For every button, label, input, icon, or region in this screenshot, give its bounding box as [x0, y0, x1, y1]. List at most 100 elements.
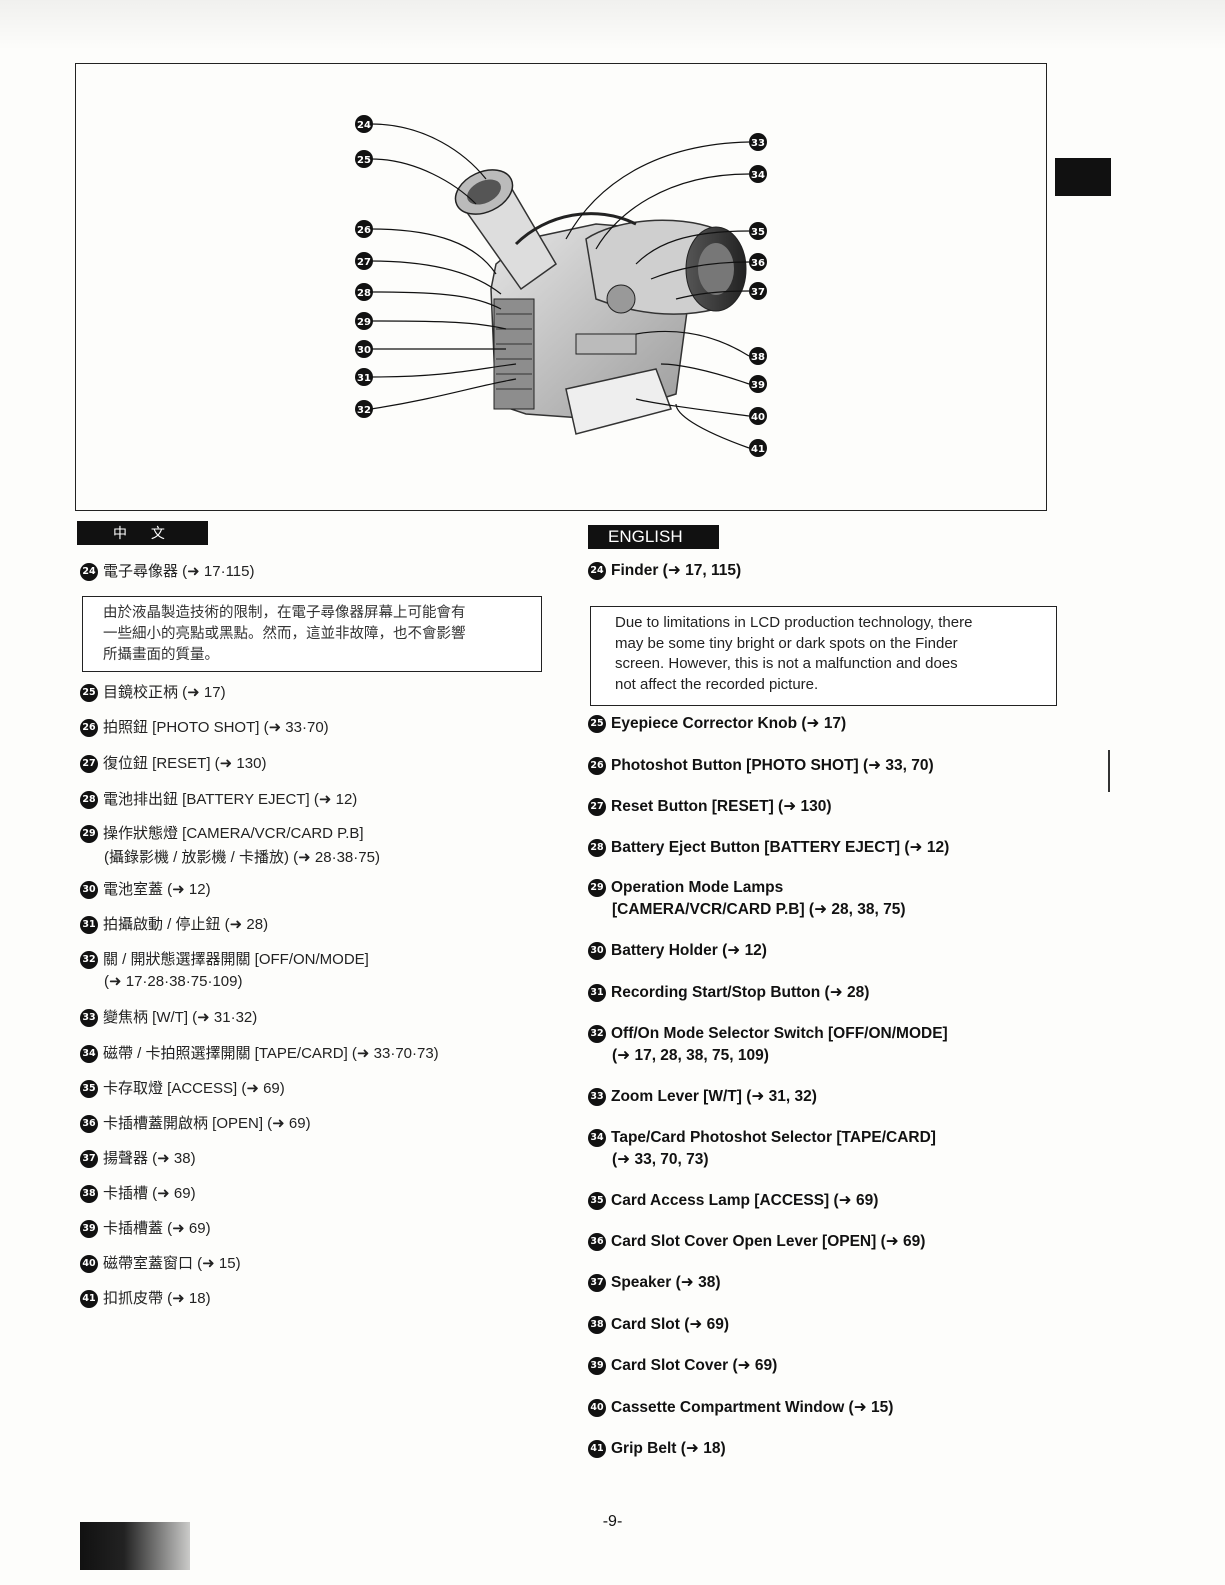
item-number: 30	[80, 881, 98, 900]
item-text: Cassette Compartment Window (➜ 15)	[611, 1399, 894, 1416]
callout-28: 28	[355, 283, 373, 301]
item-text: 卡插槽 (➜ 69)	[103, 1185, 196, 1202]
item-text: Battery Eject Button [BATTERY EJECT] (➜ …	[611, 839, 950, 856]
callout-39: 39	[749, 375, 767, 393]
callout-36: 36	[749, 253, 767, 271]
note-line: screen. However, this is not a malfuncti…	[615, 655, 958, 672]
list-item: 40 磁帶室蓋窗口 (➜ 15)	[80, 1252, 241, 1274]
item-number: 25	[588, 714, 606, 733]
item-number: 33	[588, 1087, 606, 1106]
item-number: 36	[80, 1115, 98, 1134]
item-text: Tape/Card Photoshot Selector [TAPE/CARD]	[611, 1129, 936, 1147]
svg-text:32: 32	[357, 405, 371, 416]
list-item: 39 卡插槽蓋 (➜ 69)	[80, 1217, 211, 1239]
item-text: Off/On Mode Selector Switch [OFF/ON/MODE…	[611, 1025, 948, 1043]
item-text: 電子尋像器 (➜ 17·115)	[103, 563, 255, 580]
list-item: 32 關 / 開狀態選擇器開關 [OFF/ON/MODE] (➜ 17·28·38·…	[80, 948, 369, 990]
scan-artifact	[80, 1522, 190, 1570]
item-text: 變焦柄 [W/T] (➜ 31·32)	[103, 1009, 258, 1026]
item-number: 27	[80, 755, 98, 774]
item-number: 25	[80, 684, 98, 703]
callout-30: 30	[355, 340, 373, 358]
svg-text:30: 30	[357, 345, 371, 356]
list-item: 30 Battery Holder (➜ 12)	[588, 941, 767, 960]
item-number: 32	[80, 951, 98, 970]
note-line: may be some tiny bright or dark spots on…	[615, 634, 958, 652]
item-text: 操作狀態燈 [CAMERA/VCR/CARD P.B]	[103, 825, 364, 842]
english-section-header: ENGLISH	[588, 525, 719, 549]
item-number: 41	[588, 1439, 606, 1458]
list-item: 27 復位鈕 [RESET] (➜ 130)	[80, 752, 267, 774]
list-item: 29 操作狀態燈 [CAMERA/VCR/CARD P.B] (攝錄影機 / 放影機…	[80, 822, 380, 867]
item-text: Card Slot Cover (➜ 69)	[611, 1357, 778, 1374]
item-text: 卡插槽蓋開啟柄 [OPEN] (➜ 69)	[103, 1115, 311, 1132]
camcorder-illustration: 24 25 26 27 28 29 30 31 32 33 34 35 36 3…	[355, 115, 767, 457]
callout-33: 33	[749, 133, 767, 151]
list-item: 40 Cassette Compartment Window (➜ 15)	[588, 1398, 893, 1417]
callout-27: 27	[355, 252, 373, 270]
leader-lines	[370, 123, 750, 449]
item-number: 39	[588, 1356, 606, 1375]
item-number: 27	[588, 797, 606, 816]
svg-text:31: 31	[357, 373, 371, 384]
english-note-box: Due to limitations in LCD production tec…	[590, 606, 1057, 706]
item-number: 24	[80, 563, 98, 582]
svg-text:33: 33	[751, 138, 765, 149]
item-number: 30	[588, 941, 606, 960]
callout-35: 35	[749, 222, 767, 240]
item-text: Photoshot Button [PHOTO SHOT] (➜ 33, 70)	[611, 757, 934, 774]
item-number: 40	[80, 1255, 98, 1274]
item-text: Finder (➜ 17, 115)	[611, 562, 742, 579]
scan-noise	[0, 0, 1225, 50]
item-number: 34	[588, 1129, 606, 1147]
svg-text:28: 28	[357, 288, 371, 299]
item-number: 40	[588, 1398, 606, 1417]
left-callouts: 24 25 26 27 28 29 30 31 32	[355, 115, 373, 418]
callout-31: 31	[355, 368, 373, 386]
callout-41: 41	[749, 439, 767, 457]
svg-text:37: 37	[751, 287, 765, 298]
list-item: 34 Tape/Card Photoshot Selector [TAPE/CAR…	[588, 1129, 936, 1169]
item-text: 電池排出鈕 [BATTERY EJECT] (➜ 12)	[103, 791, 358, 808]
scan-artifact-line	[1108, 750, 1110, 792]
note-line: 由於液晶製造技術的限制，在電子尋像器屏幕上可能會有	[103, 605, 466, 621]
item-text: 磁帶室蓋窗口 (➜ 15)	[103, 1255, 241, 1272]
item-text: Card Slot Cover Open Lever [OPEN] (➜ 69)	[611, 1233, 926, 1250]
item-number: 29	[80, 825, 98, 844]
item-text: 目鏡校正柄 (➜ 17)	[103, 684, 226, 701]
camcorder-figure: 24 25 26 27 28 29 30 31 32 33 34 35 36 3…	[75, 63, 1047, 511]
section-tab-marker	[1055, 158, 1111, 196]
svg-text:35: 35	[751, 227, 765, 238]
item-subtext: (攝錄影機 / 放影機 / 卡播放) (➜ 28·38·75)	[104, 849, 380, 867]
svg-text:38: 38	[751, 352, 765, 363]
item-text: 拍照鈕 [PHOTO SHOT] (➜ 33·70)	[103, 719, 329, 736]
chinese-note-box: 由於液晶製造技術的限制，在電子尋像器屏幕上可能會有 一些細小的亮點或黑點。然而，…	[82, 596, 542, 672]
item-subtext: (➜ 17·28·38·75·109)	[104, 973, 243, 991]
item-number: 39	[80, 1220, 98, 1239]
item-text: Reset Button [RESET] (➜ 130)	[611, 798, 832, 815]
callout-34: 34	[749, 165, 767, 183]
item-text: 扣抓皮帶 (➜ 18)	[103, 1290, 211, 1307]
svg-text:27: 27	[357, 257, 371, 268]
item-text: 電池室蓋 (➜ 12)	[103, 881, 211, 898]
item-text: 卡插槽蓋 (➜ 69)	[103, 1220, 211, 1237]
item-text: Speaker (➜ 38)	[611, 1274, 721, 1291]
callout-24: 24	[355, 115, 373, 133]
callout-32: 32	[355, 400, 373, 418]
svg-text:26: 26	[357, 225, 371, 236]
item-text: 復位鈕 [RESET] (➜ 130)	[103, 755, 267, 772]
callout-37: 37	[749, 282, 767, 300]
item-text: 關 / 開狀態選擇器開關 [OFF/ON/MODE]	[103, 951, 369, 968]
item-text: Battery Holder (➜ 12)	[611, 942, 767, 959]
callout-25: 25	[355, 150, 373, 168]
